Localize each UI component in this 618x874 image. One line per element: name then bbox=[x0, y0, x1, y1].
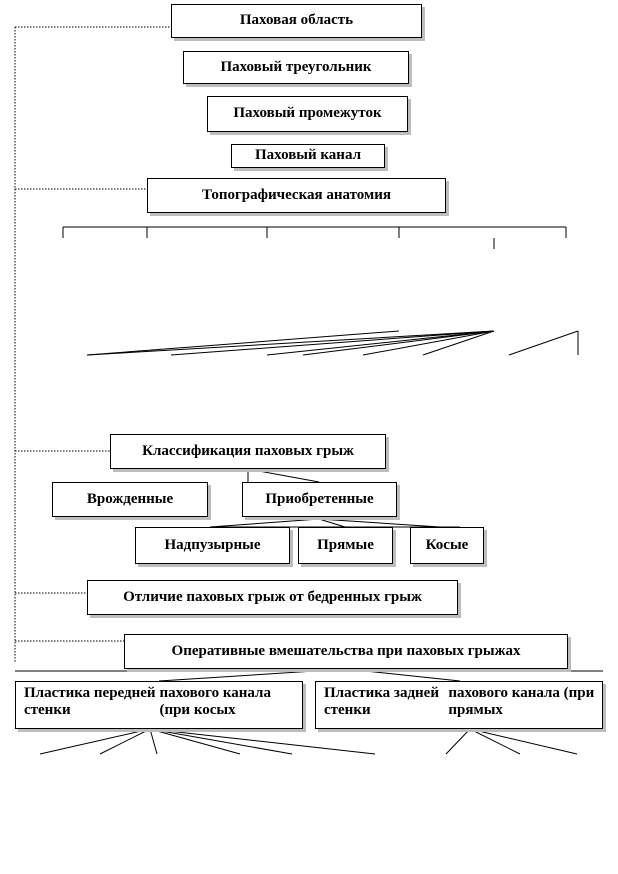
ray-line bbox=[508, 330, 579, 356]
ray-line bbox=[302, 330, 495, 356]
conn-line bbox=[158, 668, 347, 682]
ray-line bbox=[149, 728, 158, 755]
node-inguinal-triangle: Паховый треугольник bbox=[183, 51, 409, 84]
ray-line bbox=[39, 728, 151, 755]
ray-line bbox=[149, 728, 241, 755]
node-congenital: Врожденные bbox=[52, 482, 208, 517]
conn-line bbox=[318, 518, 441, 528]
posterior-wall-line-1: Пластика задней стенки bbox=[324, 685, 439, 718]
anterior-wall-line-1: Пластика передней стенки bbox=[24, 685, 156, 718]
ray-line bbox=[149, 728, 293, 755]
conn-line bbox=[247, 468, 320, 483]
ray-line bbox=[170, 330, 495, 356]
anterior-wall-line-2: пахового канала (при косых bbox=[159, 685, 271, 718]
ray-line bbox=[99, 728, 151, 755]
node-supravesical: Надпузырные bbox=[135, 527, 290, 564]
ray-line bbox=[86, 330, 495, 356]
node-surgery: Оперативные вмешательства при паховых гр… bbox=[124, 634, 568, 669]
ray-line bbox=[469, 728, 521, 755]
ray-line bbox=[445, 728, 471, 755]
node-acquired: Приобретенные bbox=[242, 482, 397, 517]
node-inguinal-region: Паховая область bbox=[171, 4, 422, 38]
node-direct: Прямые bbox=[298, 527, 393, 564]
ray-line bbox=[469, 728, 578, 755]
conn-line bbox=[209, 518, 320, 528]
posterior-wall-line-2: пахового канала (при прямых bbox=[448, 685, 595, 718]
node-classification: Классификация паховых грыж bbox=[110, 434, 386, 469]
node-difference: Отличие паховых грыж от бедренных грыж bbox=[87, 580, 458, 615]
ray-line bbox=[266, 330, 495, 356]
node-inguinal-canal: Паховый канал bbox=[231, 144, 385, 168]
ray-line bbox=[149, 728, 376, 755]
node-anterior-wall-plasty: Пластика передней стенки пахового канала… bbox=[15, 681, 303, 729]
ray-line bbox=[86, 330, 400, 356]
conn-line bbox=[318, 518, 346, 528]
node-oblique: Косые bbox=[410, 527, 484, 564]
ray-line bbox=[422, 330, 495, 356]
node-posterior-wall-plasty: Пластика задней стенки пахового канала (… bbox=[315, 681, 603, 729]
node-inguinal-gap: Паховый промежуток bbox=[207, 96, 408, 132]
ray-line bbox=[362, 330, 495, 356]
conn-line bbox=[345, 668, 461, 682]
node-topographic-anatomy: Топографическая анатомия bbox=[147, 178, 446, 213]
